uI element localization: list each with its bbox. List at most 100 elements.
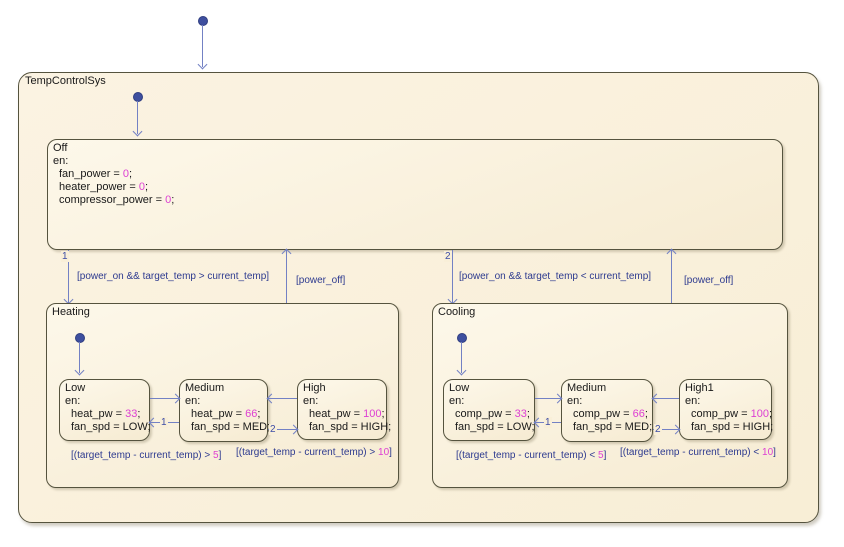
entry-keyword: en:	[303, 395, 319, 407]
code-text: ;	[129, 168, 133, 180]
code-line: fan_spd = HIGH;	[691, 421, 774, 433]
literal-value: 5	[213, 450, 219, 461]
state-name: Medium	[567, 382, 607, 394]
code-text: ;	[526, 408, 530, 420]
code-line: fan_spd = HIGH;	[309, 421, 392, 433]
state-name: Low	[449, 382, 470, 394]
state-heating-high[interactable]: High en: heat_pw = 100; fan_spd = HIGH;	[297, 379, 391, 440]
code-line: heat_pw = 100;	[309, 408, 391, 421]
initial-transition-dot[interactable]	[457, 333, 467, 343]
transition-line-low-to-medium[interactable]	[535, 398, 561, 399]
condition-text: [(target_temp - current_temp) <	[620, 447, 763, 458]
condition-text: ]	[218, 450, 222, 461]
transition-condition-label[interactable]: [(target_temp - current_temp) < 10]	[620, 447, 776, 458]
transition-line[interactable]	[79, 342, 80, 373]
literal-value: 0	[165, 194, 172, 206]
transition-order-badge: 2	[269, 424, 277, 435]
transition-line-high1-to-medium[interactable]	[653, 398, 679, 399]
code-text: ;	[137, 408, 141, 420]
transition-order-badge: 2	[654, 424, 662, 435]
code-line: heat_pw = 33;	[71, 408, 151, 421]
literal-value: 66	[632, 408, 645, 420]
transition-line[interactable]	[137, 101, 138, 134]
transition-line[interactable]	[461, 342, 462, 373]
code-text: ;	[144, 181, 148, 193]
literal-value: 0	[122, 168, 130, 180]
entry-keyword: en:	[567, 395, 583, 407]
transition-arrowhead-icon[interactable]	[197, 59, 208, 70]
code-text: fan_power =	[59, 168, 123, 180]
state-name: Medium	[185, 382, 225, 394]
transition-condition-label[interactable]: [(target_temp - current_temp) > 10]	[236, 447, 392, 458]
state-heating-medium[interactable]: Medium en: heat_pw = 66; fan_spd = MED;	[179, 379, 271, 442]
transition-order-badge: 1	[61, 251, 69, 262]
code-text: comp_pw =	[455, 408, 515, 420]
transition-condition-label[interactable]: [power_on && target_temp > current_temp]	[77, 271, 270, 282]
literal-value: 33	[514, 408, 527, 420]
state-cooling-low[interactable]: Low en: comp_pw = 33; fan_spd = LOW;	[443, 379, 535, 441]
state-cooling-high1[interactable]: High1 en: comp_pw = 100; fan_spd = HIGH;	[679, 379, 773, 440]
state-name: Heating	[52, 306, 90, 318]
transition-condition-label[interactable]: [(target_temp - current_temp) > 5]	[71, 450, 221, 461]
literal-value: 10	[762, 447, 774, 458]
condition-text: ]	[773, 447, 776, 458]
transition-condition-label[interactable]: [power_off]	[296, 275, 346, 286]
code-text: ;	[644, 408, 648, 420]
code-line: comp_pw = 100;	[691, 408, 773, 421]
transition-line-medium-to-high1[interactable]	[653, 429, 679, 430]
transition-condition-label[interactable]: [power_off]	[684, 275, 734, 286]
transition-line-off-to-heating[interactable]	[68, 250, 69, 303]
literal-value: 100	[750, 408, 769, 420]
transition-line-high-to-medium[interactable]	[268, 398, 297, 399]
entry-keyword: en:	[185, 395, 201, 407]
transition-line-cooling-to-off[interactable]	[671, 250, 672, 303]
state-name: Off	[53, 142, 68, 154]
state-actions: en: comp_pw = 33; fan_spd = LOW;	[449, 395, 535, 434]
state-actions: en: comp_pw = 100; fan_spd = HIGH;	[685, 395, 773, 434]
state-off[interactable]: Off en: fan_power = 0; heater_power = 0;…	[47, 139, 783, 250]
state-actions: en: heat_pw = 33; fan_spd = LOW;	[65, 395, 151, 434]
code-line: comp_pw = 66;	[573, 408, 652, 421]
code-text: ;	[257, 408, 261, 420]
transition-condition-label[interactable]: [power_on && target_temp < current_temp]	[459, 271, 652, 282]
transition-line-low-to-medium[interactable]	[150, 398, 179, 399]
code-text: ;	[381, 408, 385, 420]
code-line: fan_spd = MED;	[573, 421, 653, 433]
condition-text: [(target_temp - current_temp) <	[456, 450, 599, 461]
code-text: heat_pw =	[191, 408, 246, 420]
code-text: ;	[171, 194, 175, 206]
initial-transition-dot[interactable]	[75, 333, 85, 343]
state-heating-low[interactable]: Low en: heat_pw = 33; fan_spd = LOW;	[59, 379, 151, 441]
initial-transition-dot[interactable]	[198, 16, 208, 26]
code-text: heat_pw =	[309, 408, 364, 420]
code-line: heater_power = 0;	[59, 181, 174, 194]
entry-keyword: en:	[65, 395, 81, 407]
initial-transition-dot[interactable]	[133, 92, 143, 102]
chart-title: TempControlSys	[25, 75, 106, 87]
literal-value: 5	[598, 450, 604, 461]
transition-line-medium-to-high[interactable]	[268, 429, 297, 430]
code-text: ;	[768, 408, 773, 420]
code-line: fan_spd = MED;	[191, 421, 271, 433]
code-text: heat_pw =	[71, 408, 126, 420]
transition-line-heating-to-off[interactable]	[286, 250, 287, 303]
code-line: comp_pw = 33;	[455, 408, 535, 421]
entry-keyword: en:	[53, 155, 69, 167]
transition-line-off-to-cooling[interactable]	[452, 250, 453, 303]
condition-text: [(target_temp - current_temp) >	[236, 447, 379, 458]
literal-value: 100	[363, 408, 382, 420]
code-line: fan_power = 0;	[59, 168, 174, 181]
state-actions: en: comp_pw = 66; fan_spd = MED;	[567, 395, 652, 434]
state-actions: en: fan_power = 0; heater_power = 0; com…	[53, 155, 174, 207]
code-line: fan_spd = LOW;	[455, 421, 535, 433]
transition-order-badge: 1	[160, 417, 168, 428]
state-cooling-medium[interactable]: Medium en: comp_pw = 66; fan_spd = MED;	[561, 379, 653, 442]
transition-line[interactable]	[202, 25, 203, 67]
state-actions: en: heat_pw = 100; fan_spd = HIGH;	[303, 395, 391, 434]
state-name: High	[303, 382, 326, 394]
transition-order-badge: 2	[444, 251, 452, 262]
code-text: heater_power =	[59, 181, 139, 193]
code-text: comp_pw =	[573, 408, 633, 420]
transition-condition-label[interactable]: [(target_temp - current_temp) < 5]	[456, 450, 606, 461]
